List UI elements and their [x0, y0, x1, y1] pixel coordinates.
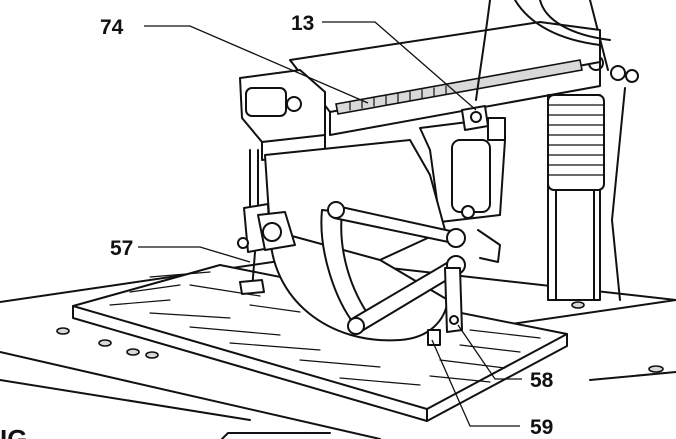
callout-74: 74 [100, 16, 124, 39]
leader-lines [138, 21, 522, 427]
workpiece-board [72, 264, 568, 422]
figure-caption-fragment: IG [0, 424, 27, 439]
leader-57 [138, 246, 251, 263]
callout-57: 57 [110, 237, 133, 260]
callout-58: 58 [530, 369, 554, 392]
arm-end-cap [239, 69, 326, 161]
callout-13: 13 [291, 12, 314, 35]
motor-carriage [419, 105, 506, 263]
leader-59 [431, 339, 520, 427]
leader-13 [322, 21, 477, 111]
cutoff-edge-mark [221, 432, 331, 439]
bevel-scale-ticks [349, 85, 447, 111]
leader-58 [457, 324, 522, 380]
anti-kickback-linkage [320, 201, 466, 346]
column-bellows [547, 94, 605, 191]
leader-74 [144, 25, 369, 104]
callout-59: 59 [530, 416, 553, 439]
